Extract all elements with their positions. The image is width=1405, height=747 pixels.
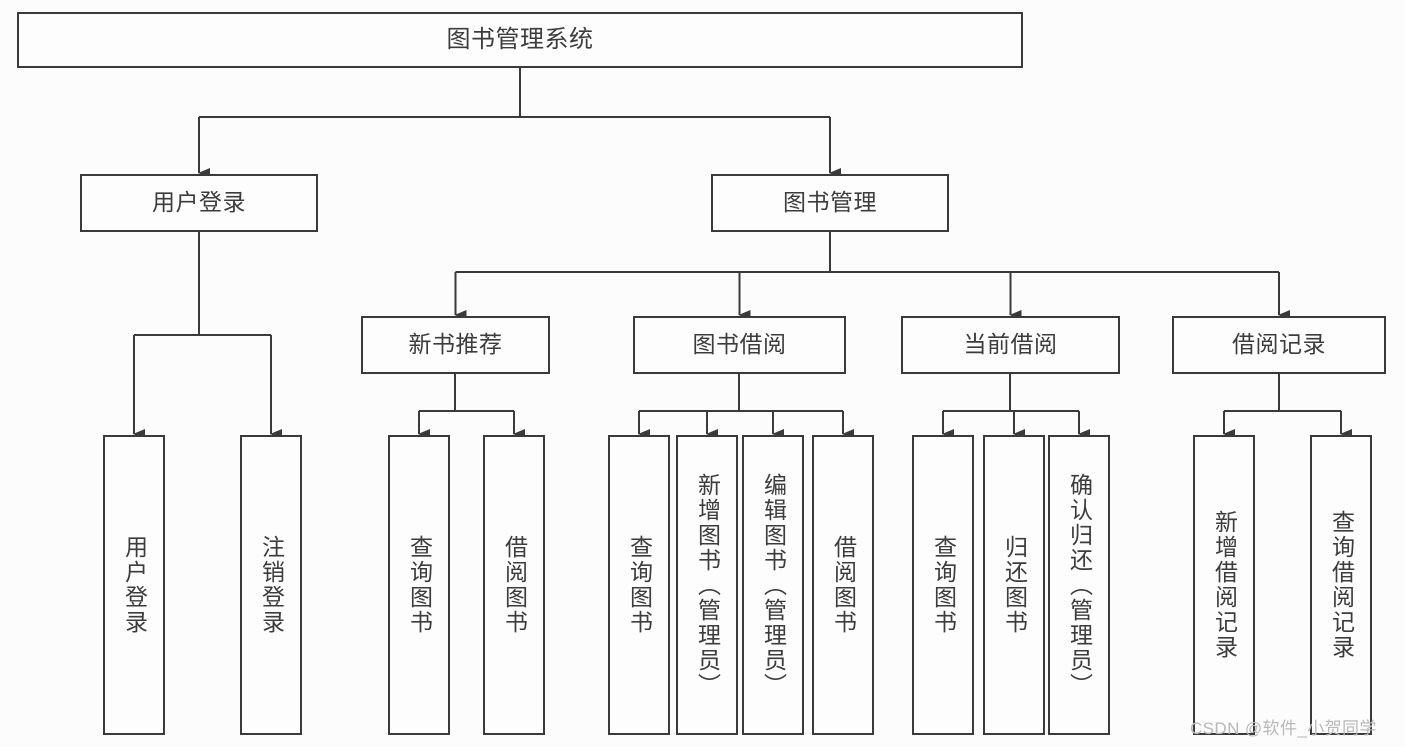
node-leaf-current-query-book[interactable]: 查询图书 <box>912 435 974 735</box>
node-label-leaf-current-query-book: 查询图书 <box>930 535 957 635</box>
node-label-leaf-user-logout: 注销登录 <box>258 535 285 635</box>
node-label-leaf-borrow-edit-book: 编辑图书（管理员） <box>760 472 787 698</box>
node-label-leaf-rec-query-book: 查询图书 <box>406 535 433 635</box>
node-borrow-record[interactable]: 借阅记录 <box>1172 316 1386 374</box>
node-label-root: 图书管理系统 <box>446 25 594 53</box>
node-book-borrow[interactable]: 图书借阅 <box>633 316 846 374</box>
node-leaf-borrow-query-book[interactable]: 查询图书 <box>608 435 670 735</box>
node-user-login[interactable]: 用户登录 <box>80 174 318 232</box>
node-leaf-current-return-book[interactable]: 归还图书 <box>983 435 1045 735</box>
node-leaf-rec-query-book[interactable]: 查询图书 <box>388 435 450 735</box>
node-label-leaf-rec-borrow-book: 借阅图书 <box>501 535 528 635</box>
node-new-book-rec[interactable]: 新书推荐 <box>361 316 550 374</box>
node-leaf-user-login[interactable]: 用户登录 <box>103 435 165 735</box>
node-label-new-book-rec: 新书推荐 <box>408 331 503 358</box>
node-label-book-manage: 图书管理 <box>783 189 877 216</box>
node-label-current-borrow: 当前借阅 <box>963 331 1058 358</box>
node-label-leaf-borrow-borrow-book: 借阅图书 <box>830 535 857 635</box>
node-leaf-user-logout[interactable]: 注销登录 <box>240 435 302 735</box>
node-label-leaf-record-query: 查询借阅记录 <box>1328 510 1355 660</box>
node-label-leaf-record-add: 新增借阅记录 <box>1211 510 1238 660</box>
node-current-borrow[interactable]: 当前借阅 <box>901 316 1120 374</box>
node-label-leaf-borrow-add-book: 新增图书（管理员） <box>694 472 721 698</box>
node-label-borrow-record: 借阅记录 <box>1232 331 1326 358</box>
node-label-leaf-current-return-book: 归还图书 <box>1001 535 1028 635</box>
node-leaf-current-confirm-return[interactable]: 确认归还（管理员） <box>1048 435 1110 735</box>
node-leaf-record-add[interactable]: 新增借阅记录 <box>1193 435 1255 735</box>
node-leaf-borrow-add-book[interactable]: 新增图书（管理员） <box>676 435 738 735</box>
node-leaf-borrow-borrow-book[interactable]: 借阅图书 <box>812 435 874 735</box>
node-label-leaf-user-login: 用户登录 <box>121 535 148 635</box>
node-label-leaf-borrow-query-book: 查询图书 <box>626 535 653 635</box>
node-label-book-borrow: 图书借阅 <box>692 331 787 358</box>
node-leaf-record-query[interactable]: 查询借阅记录 <box>1310 435 1372 735</box>
node-leaf-borrow-edit-book[interactable]: 编辑图书（管理员） <box>742 435 804 735</box>
node-book-manage[interactable]: 图书管理 <box>711 174 949 232</box>
node-label-leaf-current-confirm-return: 确认归还（管理员） <box>1066 472 1093 698</box>
node-leaf-rec-borrow-book[interactable]: 借阅图书 <box>483 435 545 735</box>
node-root[interactable]: 图书管理系统 <box>17 12 1023 68</box>
node-label-user-login: 用户登录 <box>152 189 246 216</box>
